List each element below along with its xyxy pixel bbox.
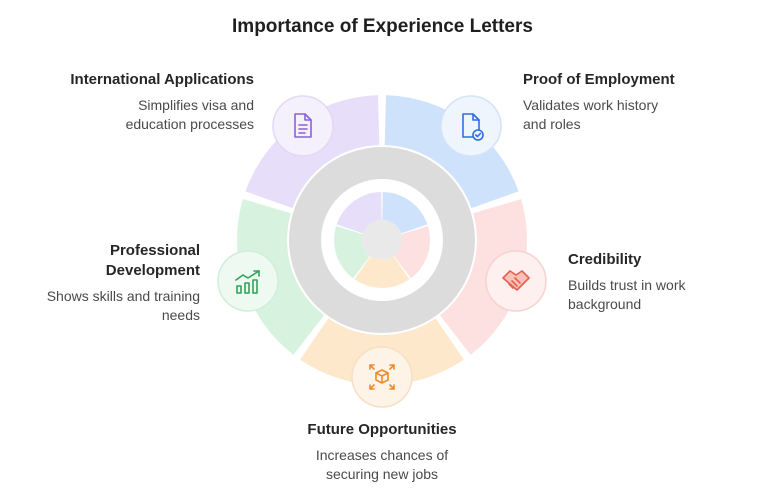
inner-segment-professional (334, 226, 370, 279)
proof-description: Validates work history and roles (523, 96, 675, 134)
future-description: Increases chances of securing new jobs (282, 446, 482, 484)
credibility-description: Builds trust in work background (568, 276, 685, 314)
segment-proof-of-employment (384, 95, 519, 209)
proof-title: Proof of Employment (523, 71, 675, 88)
inner-segment-future (354, 256, 410, 288)
inner-segment-credibility (394, 226, 430, 279)
proof-icon-badge (440, 95, 502, 157)
handshake-icon (502, 270, 530, 291)
label-future-opportunities: Future Opportunities Increases chances o… (282, 420, 482, 484)
international-icon-badge (272, 95, 334, 157)
label-proof-of-employment: Proof of Employment Validates work histo… (523, 70, 675, 134)
international-title: International Applications (70, 71, 254, 88)
document-check-icon (462, 113, 484, 141)
middle-ring (289, 147, 475, 333)
professional-desc-line-2: needs (161, 307, 200, 323)
label-credibility: Credibility Builds trust in work backgro… (568, 250, 685, 314)
international-description: Simplifies visa and education processes (20, 96, 254, 134)
future-title: Future Opportunities (307, 421, 457, 438)
proof-desc-line-1: Validates work history (523, 97, 659, 113)
future-desc-line-1: Increases chances of (315, 447, 449, 463)
international-desc-line-2: education processes (125, 116, 254, 132)
label-international-applications: International Applications Simplifies vi… (20, 70, 254, 134)
credibility-desc-line-1: Builds trust in work (568, 277, 686, 293)
professional-title-line-2: Development (105, 262, 200, 279)
inner-segment-international (336, 192, 382, 234)
inner-segment-proof (382, 192, 428, 234)
credibility-icon-badge (485, 250, 547, 312)
diagram-title: Importance of Experience Letters (232, 16, 533, 37)
proof-desc-line-2: and roles (523, 116, 581, 132)
professional-title-line-1: Professional (109, 242, 200, 259)
future-desc-line-2: securing new jobs (325, 466, 439, 482)
professional-description: Shows skills and training needs (10, 287, 200, 325)
international-desc-line-1: Simplifies visa and (138, 97, 254, 113)
package-expand-icon (369, 364, 395, 390)
segment-professional-development (237, 199, 324, 355)
future-icon-badge (351, 346, 413, 408)
credibility-desc-line-2: background (568, 296, 642, 312)
professional-desc-line-1: Shows skills and training (46, 288, 200, 304)
professional-title: Professional Development (10, 241, 200, 281)
professional-icon-badge (217, 250, 279, 312)
label-professional-development: Professional Development Shows skills an… (10, 241, 200, 325)
growth-chart-icon (235, 270, 260, 294)
document-text-icon (294, 113, 312, 138)
hub-circle (362, 220, 402, 260)
segment-credibility (440, 199, 527, 355)
credibility-title: Credibility (568, 251, 642, 268)
